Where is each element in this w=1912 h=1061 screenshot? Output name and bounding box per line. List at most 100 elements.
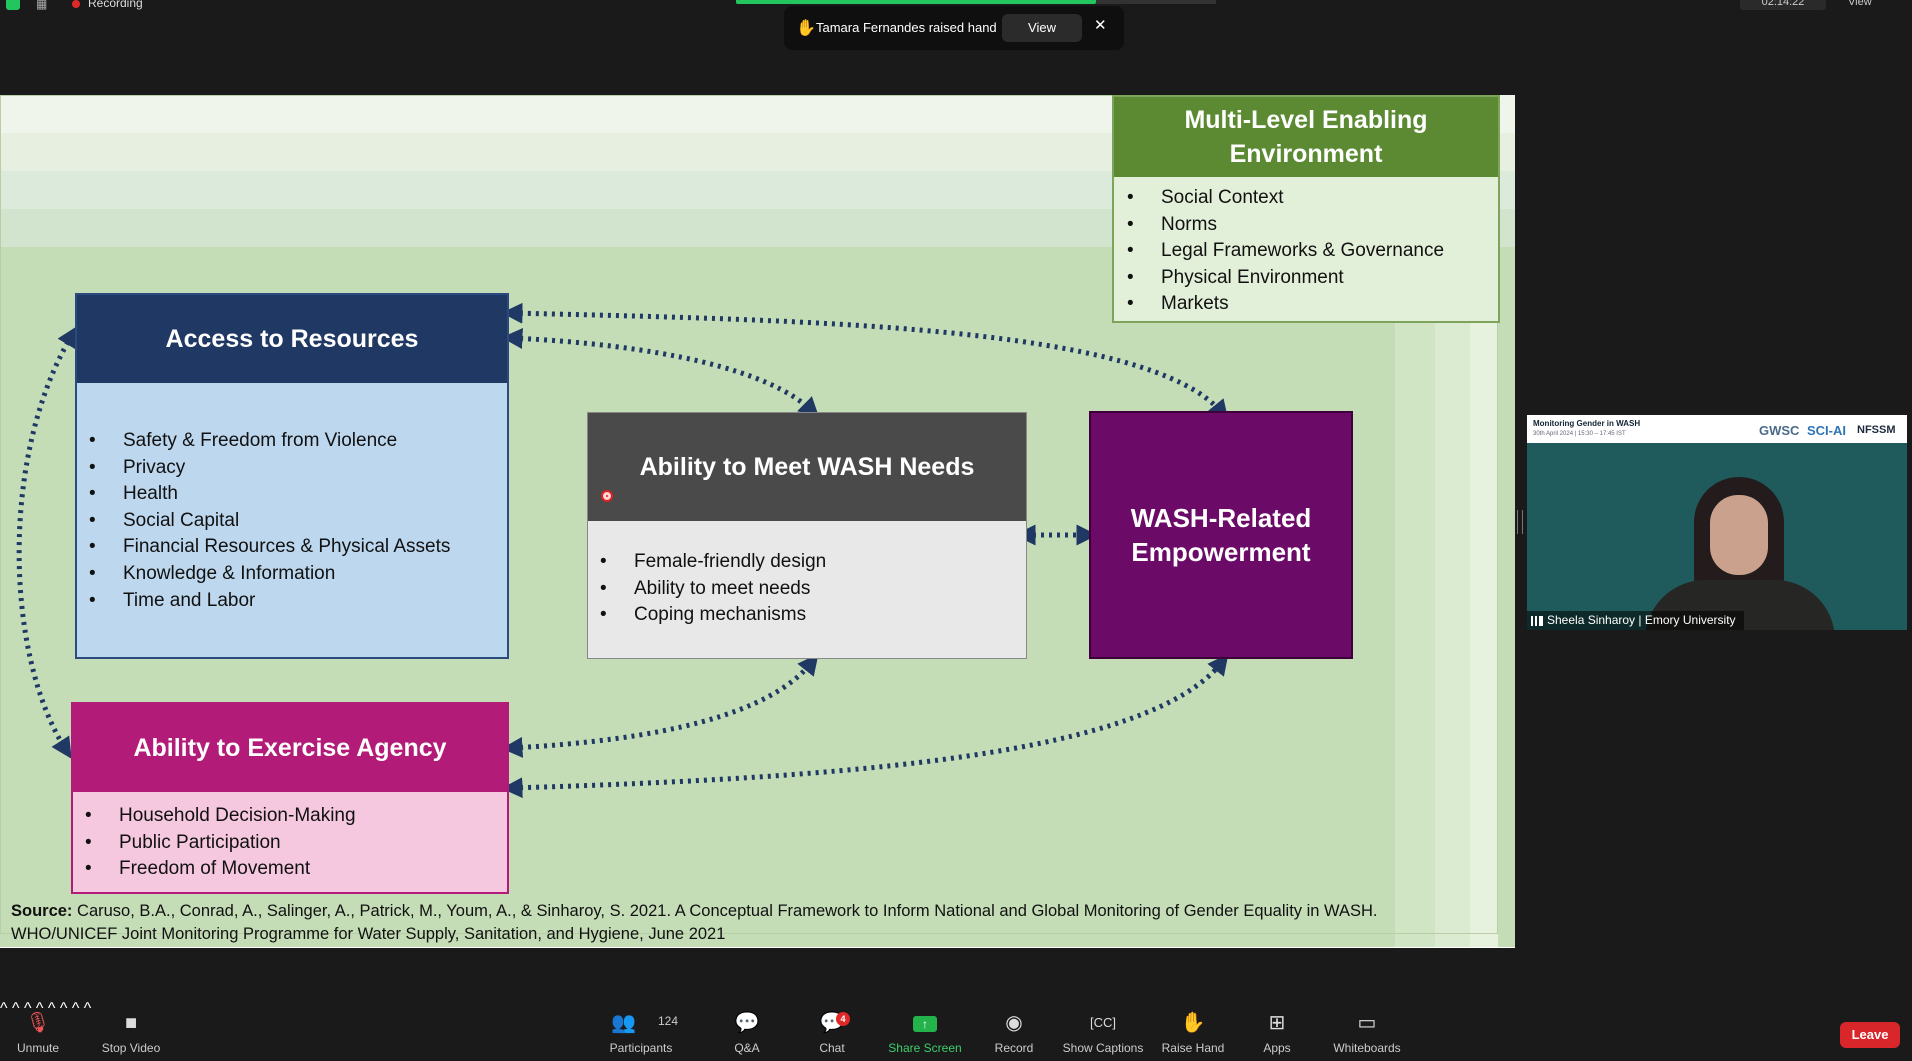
wash-empowerment-box: WASH-Related Empowerment <box>1089 411 1353 659</box>
participants-icon: 👥 <box>611 1012 636 1034</box>
raised-hand-notification: ✋ Tamara Fernandes raised hand View ✕ <box>784 6 1124 50</box>
qa-button[interactable]: 💬 Q&A <box>722 1000 772 1061</box>
list-item: Public Participation <box>85 830 356 857</box>
exercise-agency-list: Household Decision-Making Public Partici… <box>85 803 356 883</box>
leave-button[interactable]: Leave <box>1840 1022 1900 1048</box>
record-icon: ◉ <box>1005 1012 1023 1034</box>
captions-options-chevron-icon[interactable]: ^ <box>59 1000 68 1017</box>
list-item: Markets <box>1127 291 1444 318</box>
source-label: Source: <box>11 902 73 920</box>
wash-needs-list: Female-friendly design Ability to meet n… <box>600 549 826 629</box>
participant-name: Sheela Sinharoy | Emory University <box>1547 613 1736 627</box>
slide-source-citation: Source: Caruso, B.A., Conrad, A., Saling… <box>11 900 1491 946</box>
muted-microphone-icon: 🎙 <box>25 1012 51 1034</box>
list-item: Ability to meet needs <box>600 576 826 603</box>
share-screen-icon: ↑ <box>913 1016 937 1032</box>
wash-needs-title: Ability to Meet WASH Needs <box>588 413 1026 521</box>
access-to-resources-box: Access to Resources Safety & Freedom fro… <box>75 293 509 659</box>
view-layout-button[interactable]: View <box>1848 0 1872 8</box>
list-item: Health <box>89 481 450 508</box>
banner-title: Monitoring Gender in WASH <box>1533 419 1641 428</box>
list-item: Safety & Freedom from Violence <box>89 428 450 455</box>
arrow-access-to-empowerment <box>501 302 1229 422</box>
raised-hand-icon: ✋ <box>796 20 816 37</box>
record-button[interactable]: ◉ Record <box>984 1000 1044 1061</box>
notification-message: Tamara Fernandes raised hand <box>816 20 997 35</box>
whiteboards-options-chevron-icon[interactable]: ^ <box>83 1000 92 1017</box>
shared-slide: Multi-Level Enabling Environment Social … <box>0 95 1515 948</box>
list-item: Knowledge & Information <box>89 561 450 588</box>
recording-label: Recording <box>88 0 143 10</box>
participants-button[interactable]: 👥 Participants <box>606 1000 676 1061</box>
audio-options-chevron-icon[interactable]: ^ <box>0 1000 8 1017</box>
exercise-agency-title: Ability to Exercise Agency <box>73 704 507 792</box>
participants-options-chevron-icon[interactable]: ^ <box>23 1000 32 1017</box>
list-item: Social Context <box>1127 185 1444 212</box>
participant-nametag: Sheela Sinharoy | Emory University <box>1527 611 1744 630</box>
list-item: Financial Resources & Physical Assets <box>89 534 450 561</box>
wash-empowerment-title: WASH-Related Empowerment <box>1130 503 1312 567</box>
chat-button[interactable]: 💬 Chat <box>806 1000 858 1061</box>
list-item: Freedom of Movement <box>85 856 356 883</box>
meeting-top-bar: ▦ Recording 02:14:22 View <box>0 0 1912 14</box>
wash-needs-box: Ability to Meet WASH Needs Female-friend… <box>587 412 1027 659</box>
share-screen-button[interactable]: ↑ Share Screen <box>888 1016 962 1055</box>
source-text: Caruso, B.A., Conrad, A., Salinger, A., … <box>77 902 1378 920</box>
source-text-line2: WHO/UNICEF Joint Monitoring Programme fo… <box>11 925 726 943</box>
panel-resize-handle[interactable] <box>1517 510 1523 534</box>
gwsc-logo: GWSC <box>1759 423 1800 438</box>
list-item: Norms <box>1127 212 1444 239</box>
apps-icon: ⊞ <box>1268 1012 1286 1034</box>
arrow-access-to-wash <box>501 328 820 419</box>
chat-icon: 💬 <box>819 1012 845 1034</box>
raise-hand-button[interactable]: ✋ Raise Hand <box>1158 1000 1228 1061</box>
share-options-chevron-icon[interactable]: ^ <box>47 1000 56 1017</box>
sharing-indicator-bar[interactable] <box>736 0 1096 4</box>
arrow-agency-to-empowerment <box>501 653 1229 799</box>
arrow-agency-to-wash <box>501 653 819 758</box>
exercise-agency-box: Ability to Exercise Agency Household Dec… <box>71 702 509 894</box>
meeting-info-icon[interactable]: ▦ <box>36 0 48 11</box>
meeting-toolbar: 🎙 Unmute ^ ■ Stop Video ^ 👥 Participants… <box>0 1000 1912 1061</box>
list-item: Coping mechanisms <box>600 602 826 629</box>
list-item: Physical Environment <box>1127 265 1444 292</box>
whiteboards-button[interactable]: ▭ Whiteboards <box>1326 1000 1408 1061</box>
recording-dot-icon <box>72 0 80 8</box>
stop-video-button[interactable]: ■ Stop Video <box>96 1000 166 1061</box>
multi-level-environment-box: Multi-Level Enabling Environment Social … <box>1112 95 1500 323</box>
access-to-resources-title: Access to Resources <box>77 295 507 383</box>
list-item: Time and Labor <box>89 588 450 615</box>
signal-strength-icon <box>1531 615 1543 626</box>
list-item: Social Capital <box>89 508 450 535</box>
banner-subtitle: 30th April 2024 | 15:30 – 17:45 IST <box>1533 431 1626 437</box>
connector-arrows <box>16 302 1229 799</box>
chat-unread-badge: 4 <box>836 1012 850 1026</box>
list-item: Legal Frameworks & Governance <box>1127 238 1444 265</box>
captions-icon: [CC] <box>1090 1015 1116 1030</box>
arrow-access-to-agency <box>16 325 78 759</box>
whiteboard-icon: ▭ <box>1357 1012 1377 1034</box>
raise-hand-icon: ✋ <box>1180 1012 1206 1034</box>
virtual-background-banner <box>1527 415 1907 443</box>
access-to-resources-list: Safety & Freedom from Violence Privacy H… <box>89 428 450 614</box>
show-captions-button[interactable]: [CC] Show Captions <box>1058 1000 1148 1061</box>
participants-count: 124 <box>658 1014 679 1028</box>
multi-level-environment-list: Social Context Norms Legal Frameworks & … <box>1127 185 1444 318</box>
close-icon[interactable]: ✕ <box>1094 17 1107 34</box>
unmute-button[interactable]: 🎙 Unmute <box>8 1000 68 1061</box>
laser-pointer-icon <box>601 490 613 502</box>
meeting-timer: 02:14:22 <box>1740 0 1826 10</box>
speaker-video-tile[interactable]: Monitoring Gender in WASH 30th April 202… <box>1527 415 1907 630</box>
nfssm-logo: NFSSM <box>1857 424 1896 436</box>
security-shield-icon[interactable] <box>6 0 20 10</box>
multi-level-environment-title: Multi-Level Enabling Environment <box>1114 97 1498 177</box>
apps-button[interactable]: ⊞ Apps <box>1252 1000 1302 1061</box>
list-item: Female-friendly design <box>600 549 826 576</box>
video-camera-icon: ■ <box>124 1012 138 1034</box>
reactions-chevron-icon[interactable]: ^ <box>71 1000 80 1017</box>
notification-view-button[interactable]: View <box>1002 14 1082 42</box>
sci-ai-logo: SCI-AI <box>1807 423 1846 438</box>
video-options-chevron-icon[interactable]: ^ <box>11 1000 20 1017</box>
chat-options-chevron-icon[interactable]: ^ <box>35 1000 44 1017</box>
list-item: Household Decision-Making <box>85 803 356 830</box>
